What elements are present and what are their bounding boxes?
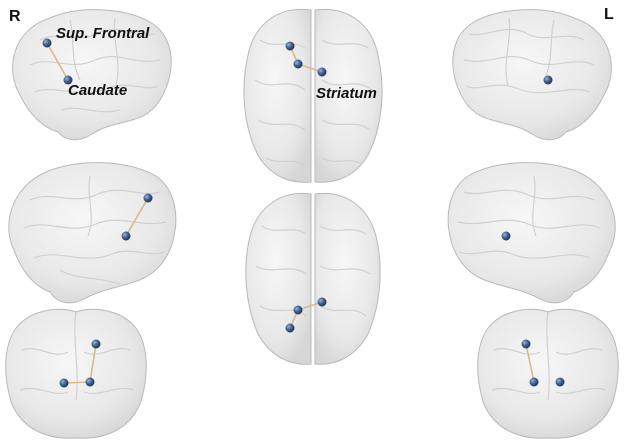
brain-view-right-medial xyxy=(8,162,177,304)
node xyxy=(91,339,101,349)
brain-outline-right-hemi xyxy=(314,8,383,183)
brain-outline xyxy=(12,9,172,141)
node xyxy=(143,193,153,203)
node xyxy=(285,323,295,333)
brain-view-left-lateral xyxy=(452,9,612,141)
gyri-texture xyxy=(457,175,601,259)
node xyxy=(317,297,327,307)
brain-outline-right-hemi xyxy=(314,192,381,365)
brain-outline xyxy=(5,308,147,439)
brain-view-left-medial xyxy=(447,162,616,304)
node xyxy=(529,377,539,387)
node-sup-frontal xyxy=(42,38,52,48)
node xyxy=(285,41,295,51)
node-caudate xyxy=(63,75,73,85)
gyri-texture xyxy=(19,311,135,401)
connection-edge xyxy=(46,42,69,81)
gyri-texture xyxy=(29,17,161,113)
brain-outline-left-hemi xyxy=(243,8,312,183)
node-striatum xyxy=(317,67,327,77)
node xyxy=(555,377,565,387)
node xyxy=(293,305,303,315)
connection-edge xyxy=(525,343,535,383)
sup-frontal-label: Sup. Frontral xyxy=(56,25,150,42)
brain-outline xyxy=(452,9,612,141)
brain-view-bottom-axial xyxy=(245,192,381,365)
node xyxy=(85,377,95,387)
node xyxy=(293,59,303,69)
connection-edge xyxy=(125,197,149,237)
connection-edge xyxy=(89,343,97,383)
brain-outline-left-hemi xyxy=(245,192,312,365)
node xyxy=(543,75,553,85)
node xyxy=(59,378,69,388)
gyri-texture xyxy=(254,39,373,167)
brain-outline xyxy=(477,308,619,439)
node xyxy=(521,339,531,349)
striatum-label: Striatum xyxy=(316,85,377,102)
brain-view-right-lateral xyxy=(12,9,172,141)
gyri-texture xyxy=(255,225,371,317)
brain-view-top-axial xyxy=(243,8,383,183)
left-hemisphere-label: L xyxy=(604,6,614,23)
brain-view-anterior-coronal xyxy=(477,308,619,439)
gyri-texture xyxy=(23,175,167,285)
gyri-texture xyxy=(491,311,607,401)
right-hemisphere-label: R xyxy=(9,8,21,25)
brain-view-posterior-coronal xyxy=(5,308,147,439)
node xyxy=(501,231,511,241)
node xyxy=(121,231,131,241)
brain-outline xyxy=(8,162,177,304)
brain-outline xyxy=(447,162,616,304)
caudate-label: Caudate xyxy=(68,82,128,99)
gyri-texture xyxy=(463,17,595,94)
